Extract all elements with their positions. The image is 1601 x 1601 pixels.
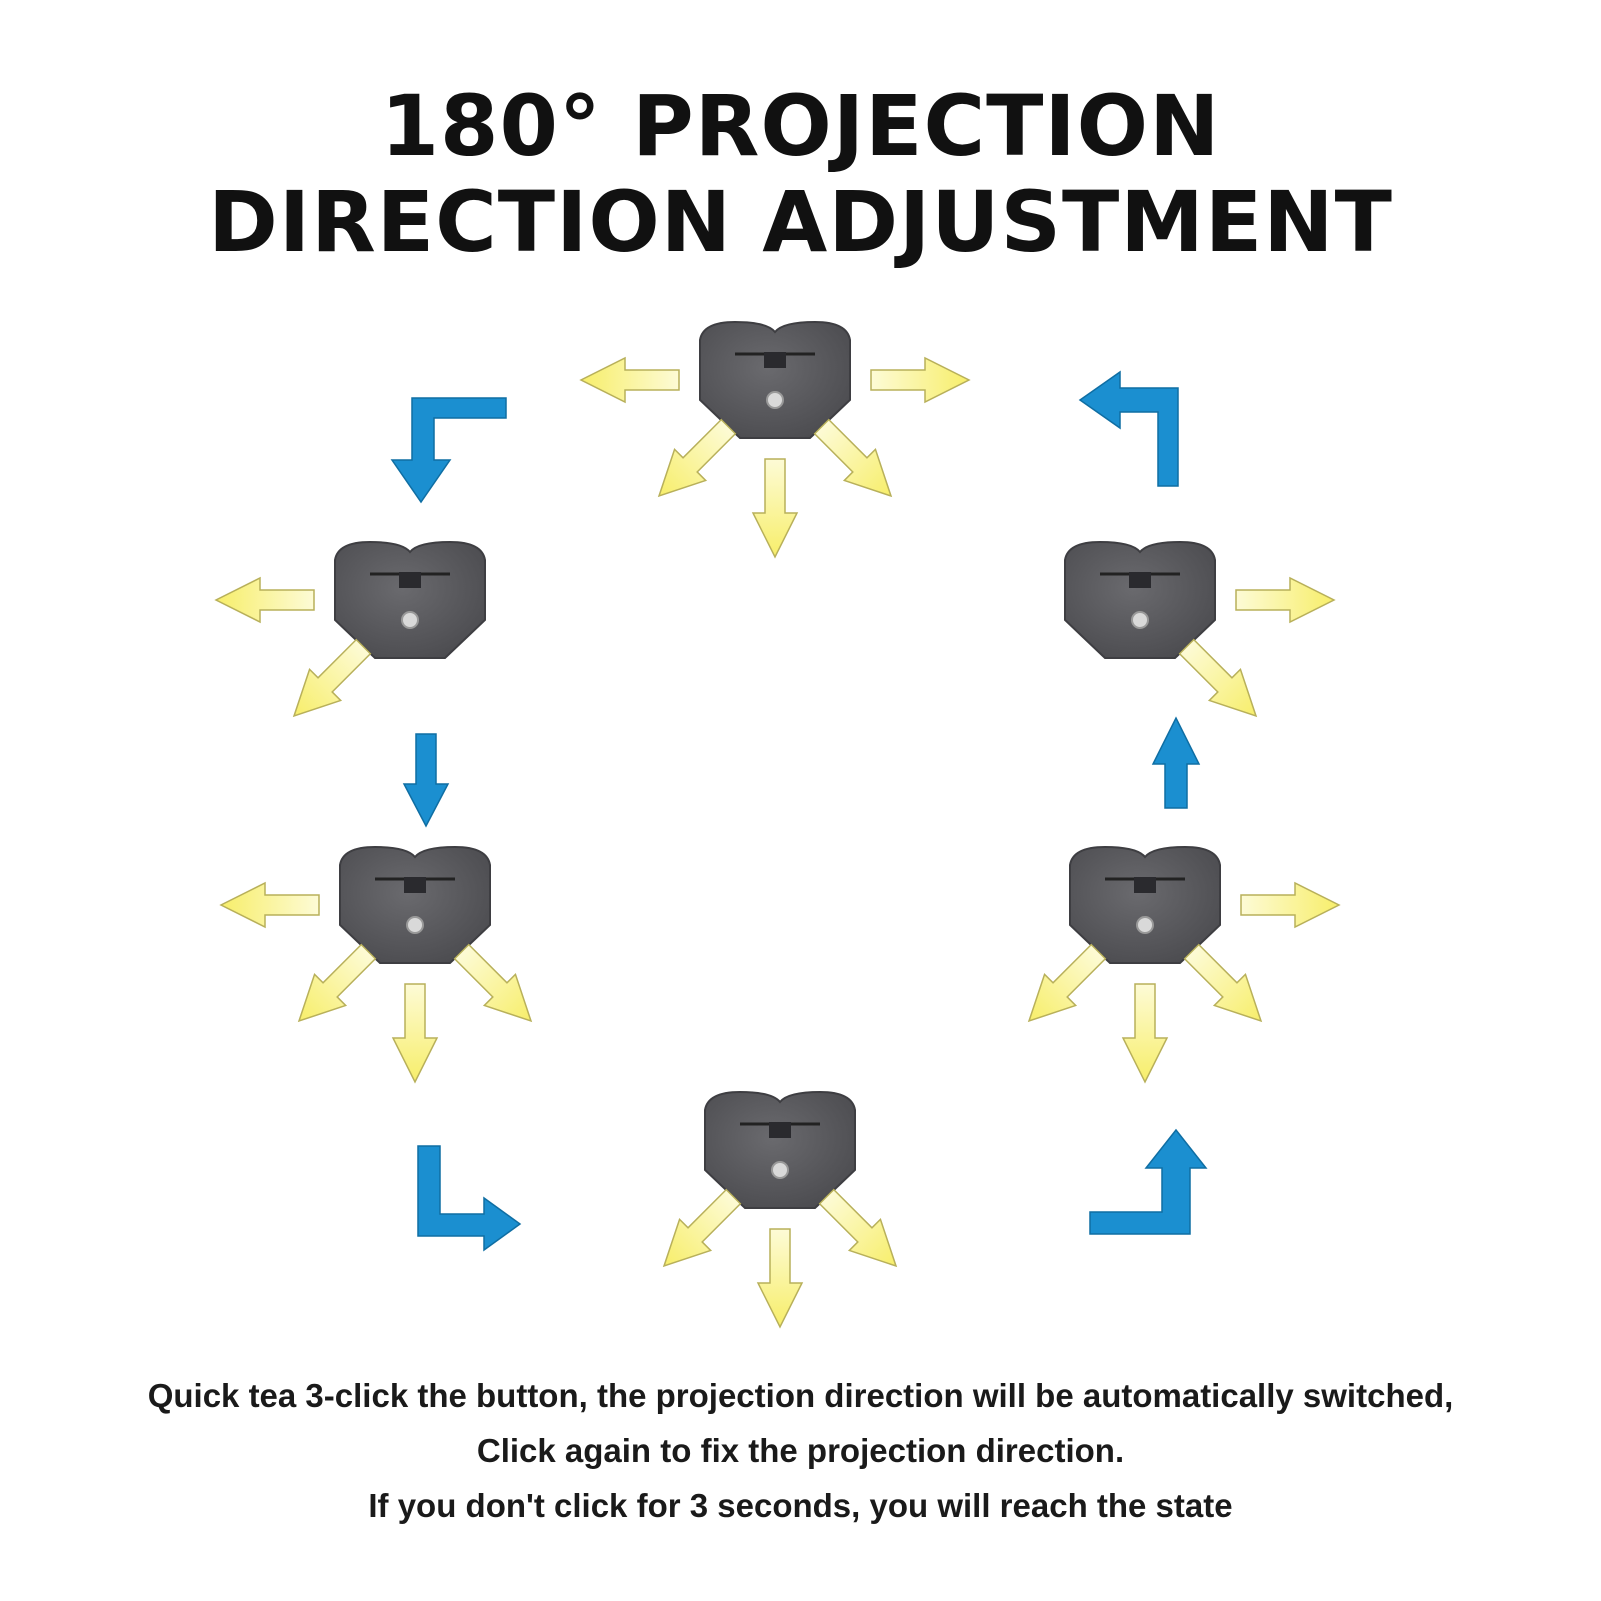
projection-arrow-icon [1235, 576, 1336, 624]
night-light-device-icon [339, 845, 491, 964]
night-light-device-icon [334, 540, 486, 659]
device-lower-right [1069, 845, 1221, 964]
title-line-1: 180° PROJECTION [380, 77, 1221, 175]
caption-line-1: Quick tea 3-click the button, the projec… [147, 1377, 1454, 1414]
cycle-arrow-icon [1151, 716, 1201, 809]
projection-arrow-icon [1121, 983, 1169, 1084]
projection-arrow-icon [657, 418, 737, 498]
title-line-2: DIRECTION ADJUSTMENT [208, 173, 1393, 271]
device-upper-right [1064, 540, 1216, 659]
caption-line-2: Click again to fix the projection direct… [476, 1432, 1125, 1469]
projection-arrow-icon [870, 356, 971, 404]
projection-arrow-icon [1183, 943, 1263, 1023]
device-top [699, 320, 851, 439]
projection-arrow-icon [292, 638, 372, 718]
projection-arrow-icon [1240, 881, 1341, 929]
device-lower-left [339, 845, 491, 964]
projection-arrow-icon [1178, 638, 1258, 718]
cycle-arrow-icon [402, 733, 450, 828]
projection-arrow-icon [219, 881, 320, 929]
projection-arrow-icon [579, 356, 680, 404]
night-light-device-icon [1069, 845, 1221, 964]
projection-arrow-icon [818, 1188, 898, 1268]
device-bottom [704, 1090, 856, 1209]
cycle-arrow-icon [1078, 370, 1179, 487]
projection-arrow-icon [391, 983, 439, 1084]
cycle-arrow-icon [417, 1145, 522, 1252]
projection-arrow-icon [756, 1228, 804, 1329]
caption-line-3: If you don't click for 3 seconds, you wi… [368, 1487, 1233, 1524]
projection-arrows [214, 356, 1341, 1329]
night-light-device-icon [704, 1090, 856, 1209]
projection-arrow-icon [1027, 943, 1107, 1023]
cycle-arrow-icon [1089, 1128, 1208, 1235]
cycle-arrows [390, 370, 1208, 1252]
projection-arrow-icon [214, 576, 315, 624]
device-upper-left [334, 540, 486, 659]
projection-arrow-icon [813, 418, 893, 498]
projection-arrow-icon [453, 943, 533, 1023]
projection-arrow-icon [297, 943, 377, 1023]
caption: Quick tea 3-click the button, the projec… [0, 1368, 1601, 1533]
night-light-device-icon [699, 320, 851, 439]
projection-arrow-icon [662, 1188, 742, 1268]
night-light-device-icon [1064, 540, 1216, 659]
page-title: 180° PROJECTION DIRECTION ADJUSTMENT [0, 78, 1601, 270]
projection-arrow-icon [751, 458, 799, 559]
cycle-arrow-icon [390, 397, 507, 504]
